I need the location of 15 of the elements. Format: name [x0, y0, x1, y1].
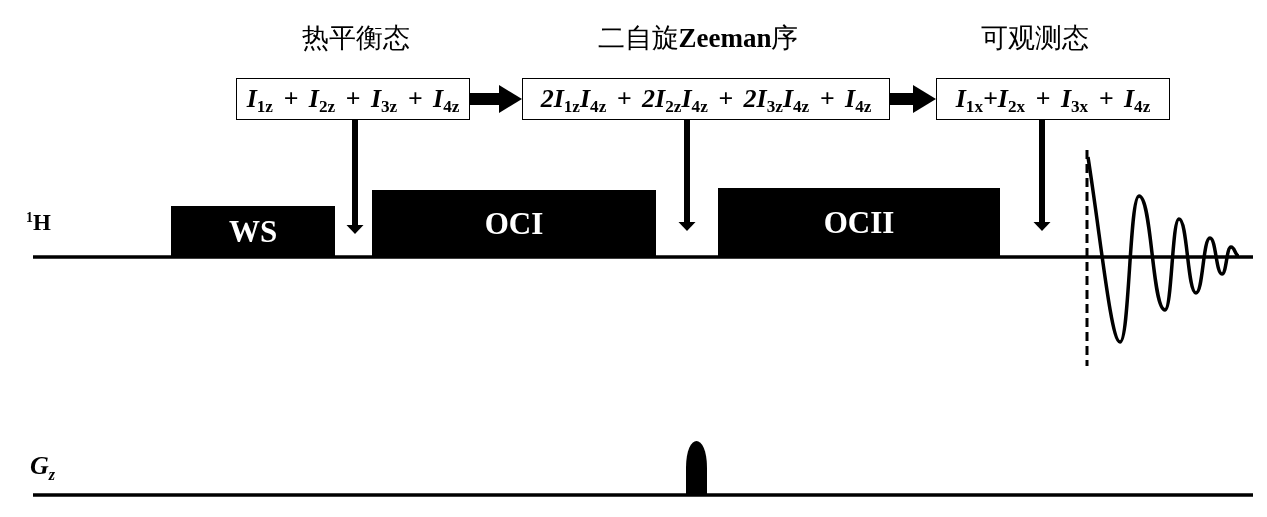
block-arrow [470, 85, 522, 113]
arrow [1033, 120, 1051, 231]
arrow [678, 120, 696, 231]
pulse-block: OCII [718, 188, 1000, 257]
heading: 二自旋Zeeman序 [597, 22, 799, 54]
pulse-block: OCI [372, 190, 656, 257]
formula-box: I$_{1x}$+I$_{2x}$ + I$_{3x}$ + I$_{4z}$ [936, 78, 1170, 120]
heading: 可观测态 [981, 22, 1089, 54]
pulse-block: WS [171, 206, 335, 257]
formula-box: 2I$_{1z}$I$_{4z}$ + 2I$_{2z}$I$_{4z}$ + 2I$_{3z}$I$_{4z}$ + I$_{4z}$ [522, 78, 890, 120]
block-arrow [890, 85, 936, 113]
channel-label: $^{1}$H [26, 208, 51, 237]
channel-label: G$_{z}$ [30, 451, 56, 481]
formula-box: I$_{1z}$ + I$_{2z}$ + I$_{3z}$ + I$_{4z}$ [236, 78, 470, 120]
heading: 热平衡态 [302, 22, 410, 54]
